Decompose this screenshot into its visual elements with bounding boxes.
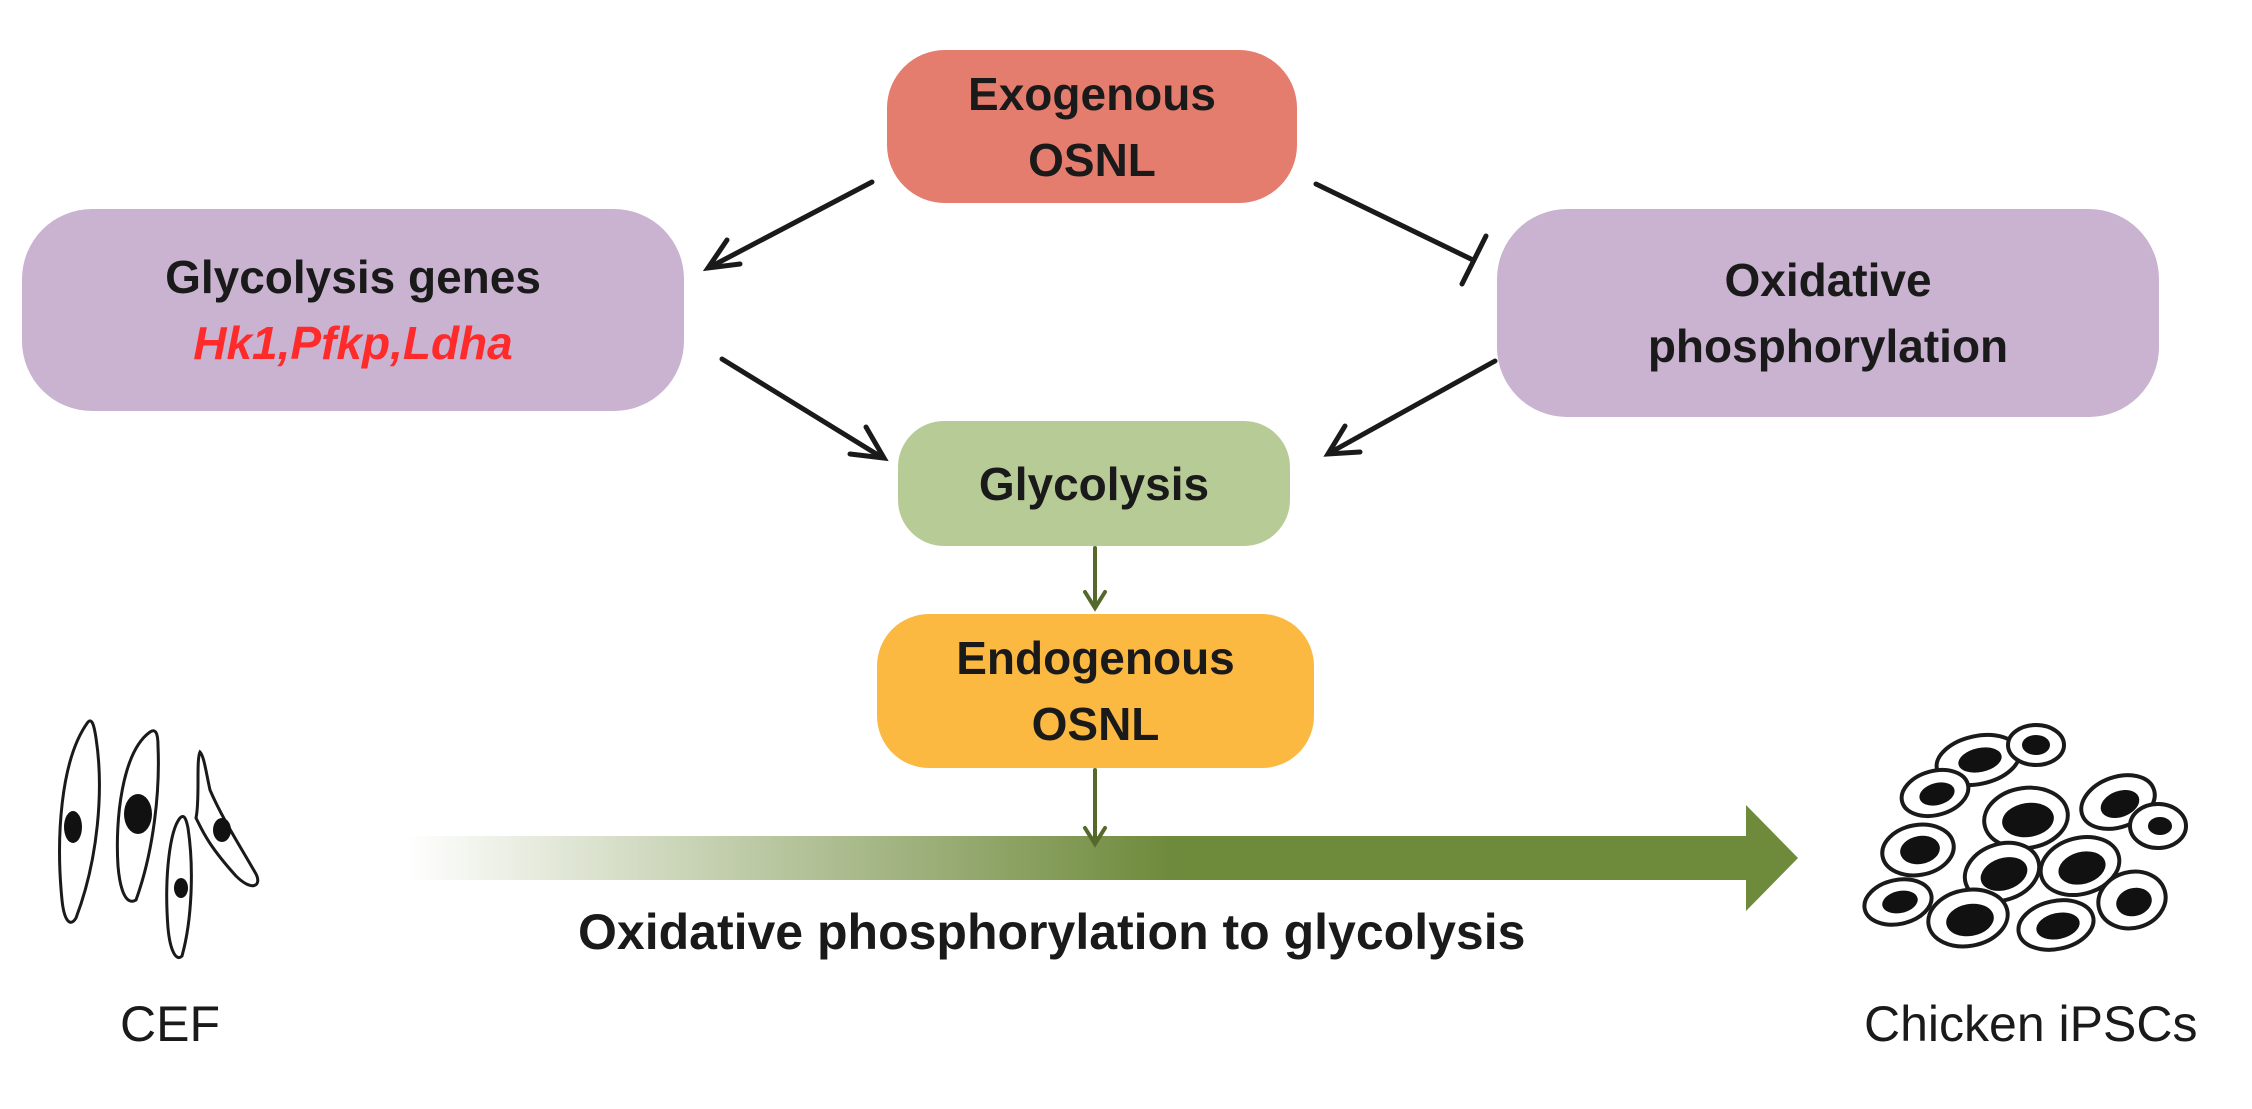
oxphos-line2: phosphorylation xyxy=(1647,320,2009,372)
transition-label: Oxidative phosphorylation to glycolysis xyxy=(578,904,1526,960)
cef-cells-illustration xyxy=(58,719,260,959)
endogenous-line1: Endogenous xyxy=(956,632,1235,684)
ipsc-colony-illustration xyxy=(1862,723,2188,952)
glycolysis-gene-list: Hk1,Pfkp,Ldha xyxy=(193,317,513,369)
exogenous-osnl-node: Exogenous OSNL xyxy=(887,50,1297,203)
oxidative-phosphorylation-node: Oxidative phosphorylation xyxy=(1497,209,2159,417)
endogenous-osnl-node: Endogenous OSNL xyxy=(877,614,1314,768)
edge-exo-to-genes xyxy=(702,179,875,272)
edge-exo-inhibits-oxphos xyxy=(1313,181,1489,287)
glycolysis-genes-label: Glycolysis genes xyxy=(165,251,541,303)
glycolysis-node: Glycolysis xyxy=(898,421,1290,546)
exogenous-line1: Exogenous xyxy=(968,67,1216,120)
exogenous-line2: OSNL xyxy=(1028,133,1156,186)
chicken-ipscs-label: Chicken iPSCs xyxy=(1864,996,2198,1052)
transition-arrow xyxy=(405,805,1798,911)
oxphos-line1: Oxidative xyxy=(1724,254,1932,306)
edge-endogenous-to-transition xyxy=(1083,768,1107,848)
edge-oxphos-to-glycolysis xyxy=(1323,358,1498,457)
edge-glycolysis-to-endogenous xyxy=(1083,546,1107,612)
endogenous-line2: OSNL xyxy=(1031,698,1160,750)
edge-genes-to-glycolysis xyxy=(719,356,889,462)
glycolysis-genes-node: Glycolysis genes Hk1,Pfkp,Ldha xyxy=(22,209,684,411)
cef-label: CEF xyxy=(120,996,220,1052)
glycolysis-label: Glycolysis xyxy=(978,457,1210,510)
